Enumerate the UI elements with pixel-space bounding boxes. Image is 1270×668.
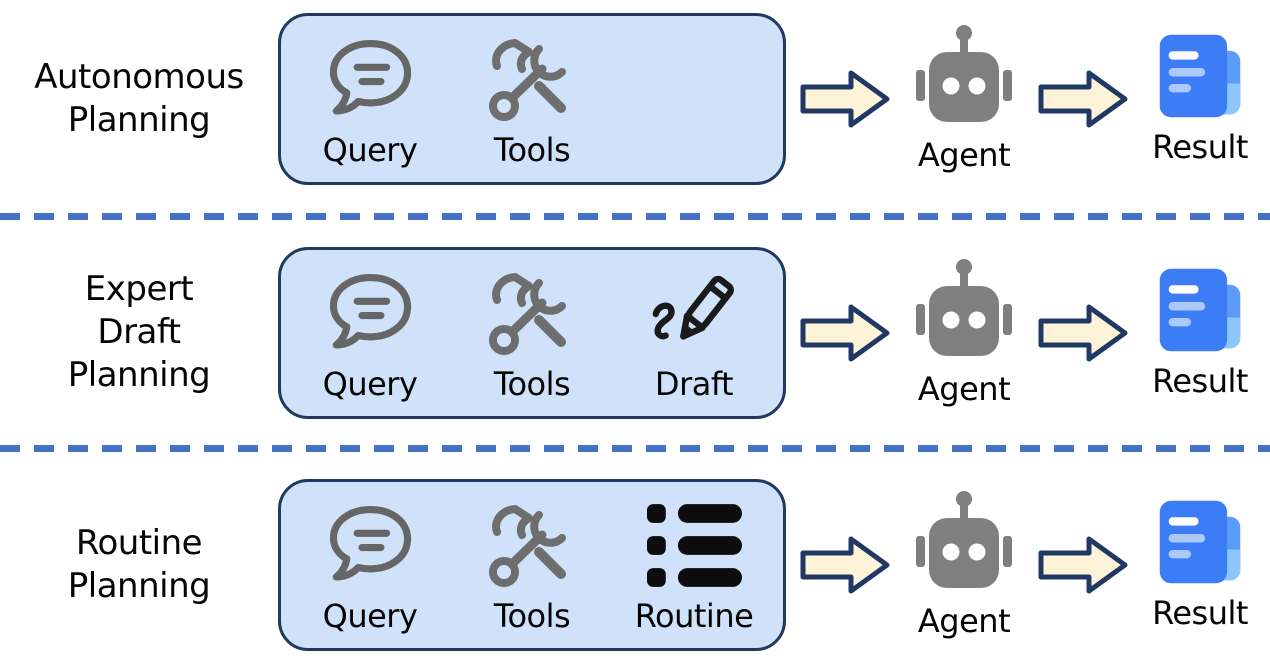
input-item-query: Query (309, 495, 431, 635)
robot-icon (914, 258, 1014, 366)
row-title-line: Draft (97, 312, 181, 353)
input-label: Draft (654, 364, 734, 403)
input-label: Query (322, 130, 418, 169)
robot-icon (914, 24, 1014, 132)
flow-arrow-icon (800, 534, 890, 596)
flow-arrow-icon (800, 302, 890, 364)
tools-icon (482, 29, 582, 129)
input-label: Tools (493, 130, 571, 169)
result-node: Result (1144, 32, 1256, 166)
tools-icon (482, 263, 582, 363)
result-node: Result (1144, 266, 1256, 400)
flow-arrow-icon (1038, 302, 1128, 364)
input-label: Tools (493, 597, 571, 635)
routine-icon (646, 495, 742, 595)
result-node: Result (1144, 498, 1256, 632)
input-label: Routine (634, 597, 754, 635)
flow-arrow-icon (1038, 534, 1128, 596)
agent-node: Agent (902, 258, 1026, 408)
row-expert-draft-planning: Expert Draft Planning Query Tools (0, 220, 1270, 445)
input-box: Query Tools Routine (278, 479, 786, 651)
agent-node: Agent (902, 24, 1026, 174)
agent-label: Agent (917, 135, 1011, 174)
query-icon (323, 29, 418, 129)
dashed-separator (0, 213, 1270, 220)
input-label: Tools (493, 364, 571, 403)
robot-icon (914, 490, 1014, 598)
row-title-autonomous-planning: Autonomous Planning (0, 56, 278, 142)
row-autonomous-planning: Autonomous Planning Query Tools (0, 0, 1270, 213)
document-icon (1153, 32, 1247, 124)
input-item-query: Query (309, 263, 431, 403)
row-routine-planning: Routine Planning Query Tools Routine (0, 452, 1270, 668)
agent-node: Agent (902, 490, 1026, 640)
row-title-line: Planning (67, 354, 211, 395)
query-icon (323, 495, 418, 595)
flow-arrow-icon (1038, 68, 1128, 130)
result-label: Result (1152, 594, 1248, 632)
agent-label: Agent (917, 602, 1011, 640)
document-icon (1153, 266, 1247, 358)
input-label: Query (322, 597, 418, 635)
input-label: Query (322, 364, 418, 403)
row-title-line: Planning (67, 99, 211, 140)
result-label: Result (1152, 127, 1248, 166)
input-item-tools: Tools (471, 495, 593, 635)
row-title-line: Expert (84, 269, 194, 310)
draft-icon (645, 263, 743, 363)
input-item-tools: Tools (471, 29, 593, 169)
row-title-routine-planning: Routine Planning (0, 522, 278, 608)
input-box: Query Tools Draft (278, 246, 786, 419)
document-icon (1153, 498, 1247, 590)
input-box: Query Tools (278, 12, 786, 185)
agent-label: Agent (917, 369, 1011, 408)
row-title-line: Autonomous (34, 56, 244, 97)
row-title-line: Routine (75, 523, 203, 564)
flow-arrow-icon (800, 68, 890, 130)
input-item-query: Query (309, 29, 431, 169)
result-label: Result (1152, 361, 1248, 400)
input-item-draft: Draft (633, 263, 755, 403)
dashed-separator (0, 445, 1270, 452)
input-item-tools: Tools (471, 263, 593, 403)
query-icon (323, 263, 418, 363)
row-title-expert-draft-planning: Expert Draft Planning (0, 268, 278, 396)
input-item-routine: Routine (633, 495, 755, 635)
row-title-line: Planning (67, 566, 211, 606)
tools-icon (482, 495, 582, 595)
